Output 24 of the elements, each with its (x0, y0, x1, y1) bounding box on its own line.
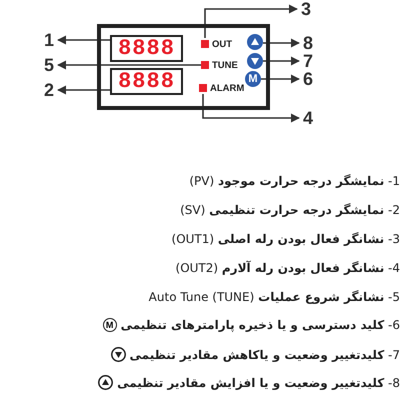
callout-number: 5 (42, 56, 56, 74)
leader-line (202, 94, 300, 122)
leader-line (57, 36, 110, 44)
leader-line (57, 86, 110, 94)
leader-line (263, 38, 300, 48)
indicator-label: TUNE (212, 60, 238, 70)
digital-display: 8888 (110, 68, 183, 95)
indicator-label: ALARM (210, 82, 244, 94)
callout-number: 1 (42, 31, 56, 49)
callout-number: 7 (301, 52, 315, 70)
callout-number: 8 (301, 34, 315, 52)
digital-display: 8888 (110, 35, 183, 62)
leader-line (57, 60, 201, 70)
leader-line (204, 4, 298, 38)
callout-number: 6 (301, 70, 315, 88)
callout-number: 4 (301, 109, 315, 127)
callout-number: 3 (299, 0, 313, 18)
controller-panel (97, 24, 270, 110)
callout-number: 2 (42, 81, 56, 99)
leader-line (263, 56, 300, 66)
leader-line (261, 74, 300, 84)
indicator-label: OUT (212, 38, 232, 50)
key-symbol: M (102, 318, 117, 332)
menu-key: M (245, 71, 261, 87)
